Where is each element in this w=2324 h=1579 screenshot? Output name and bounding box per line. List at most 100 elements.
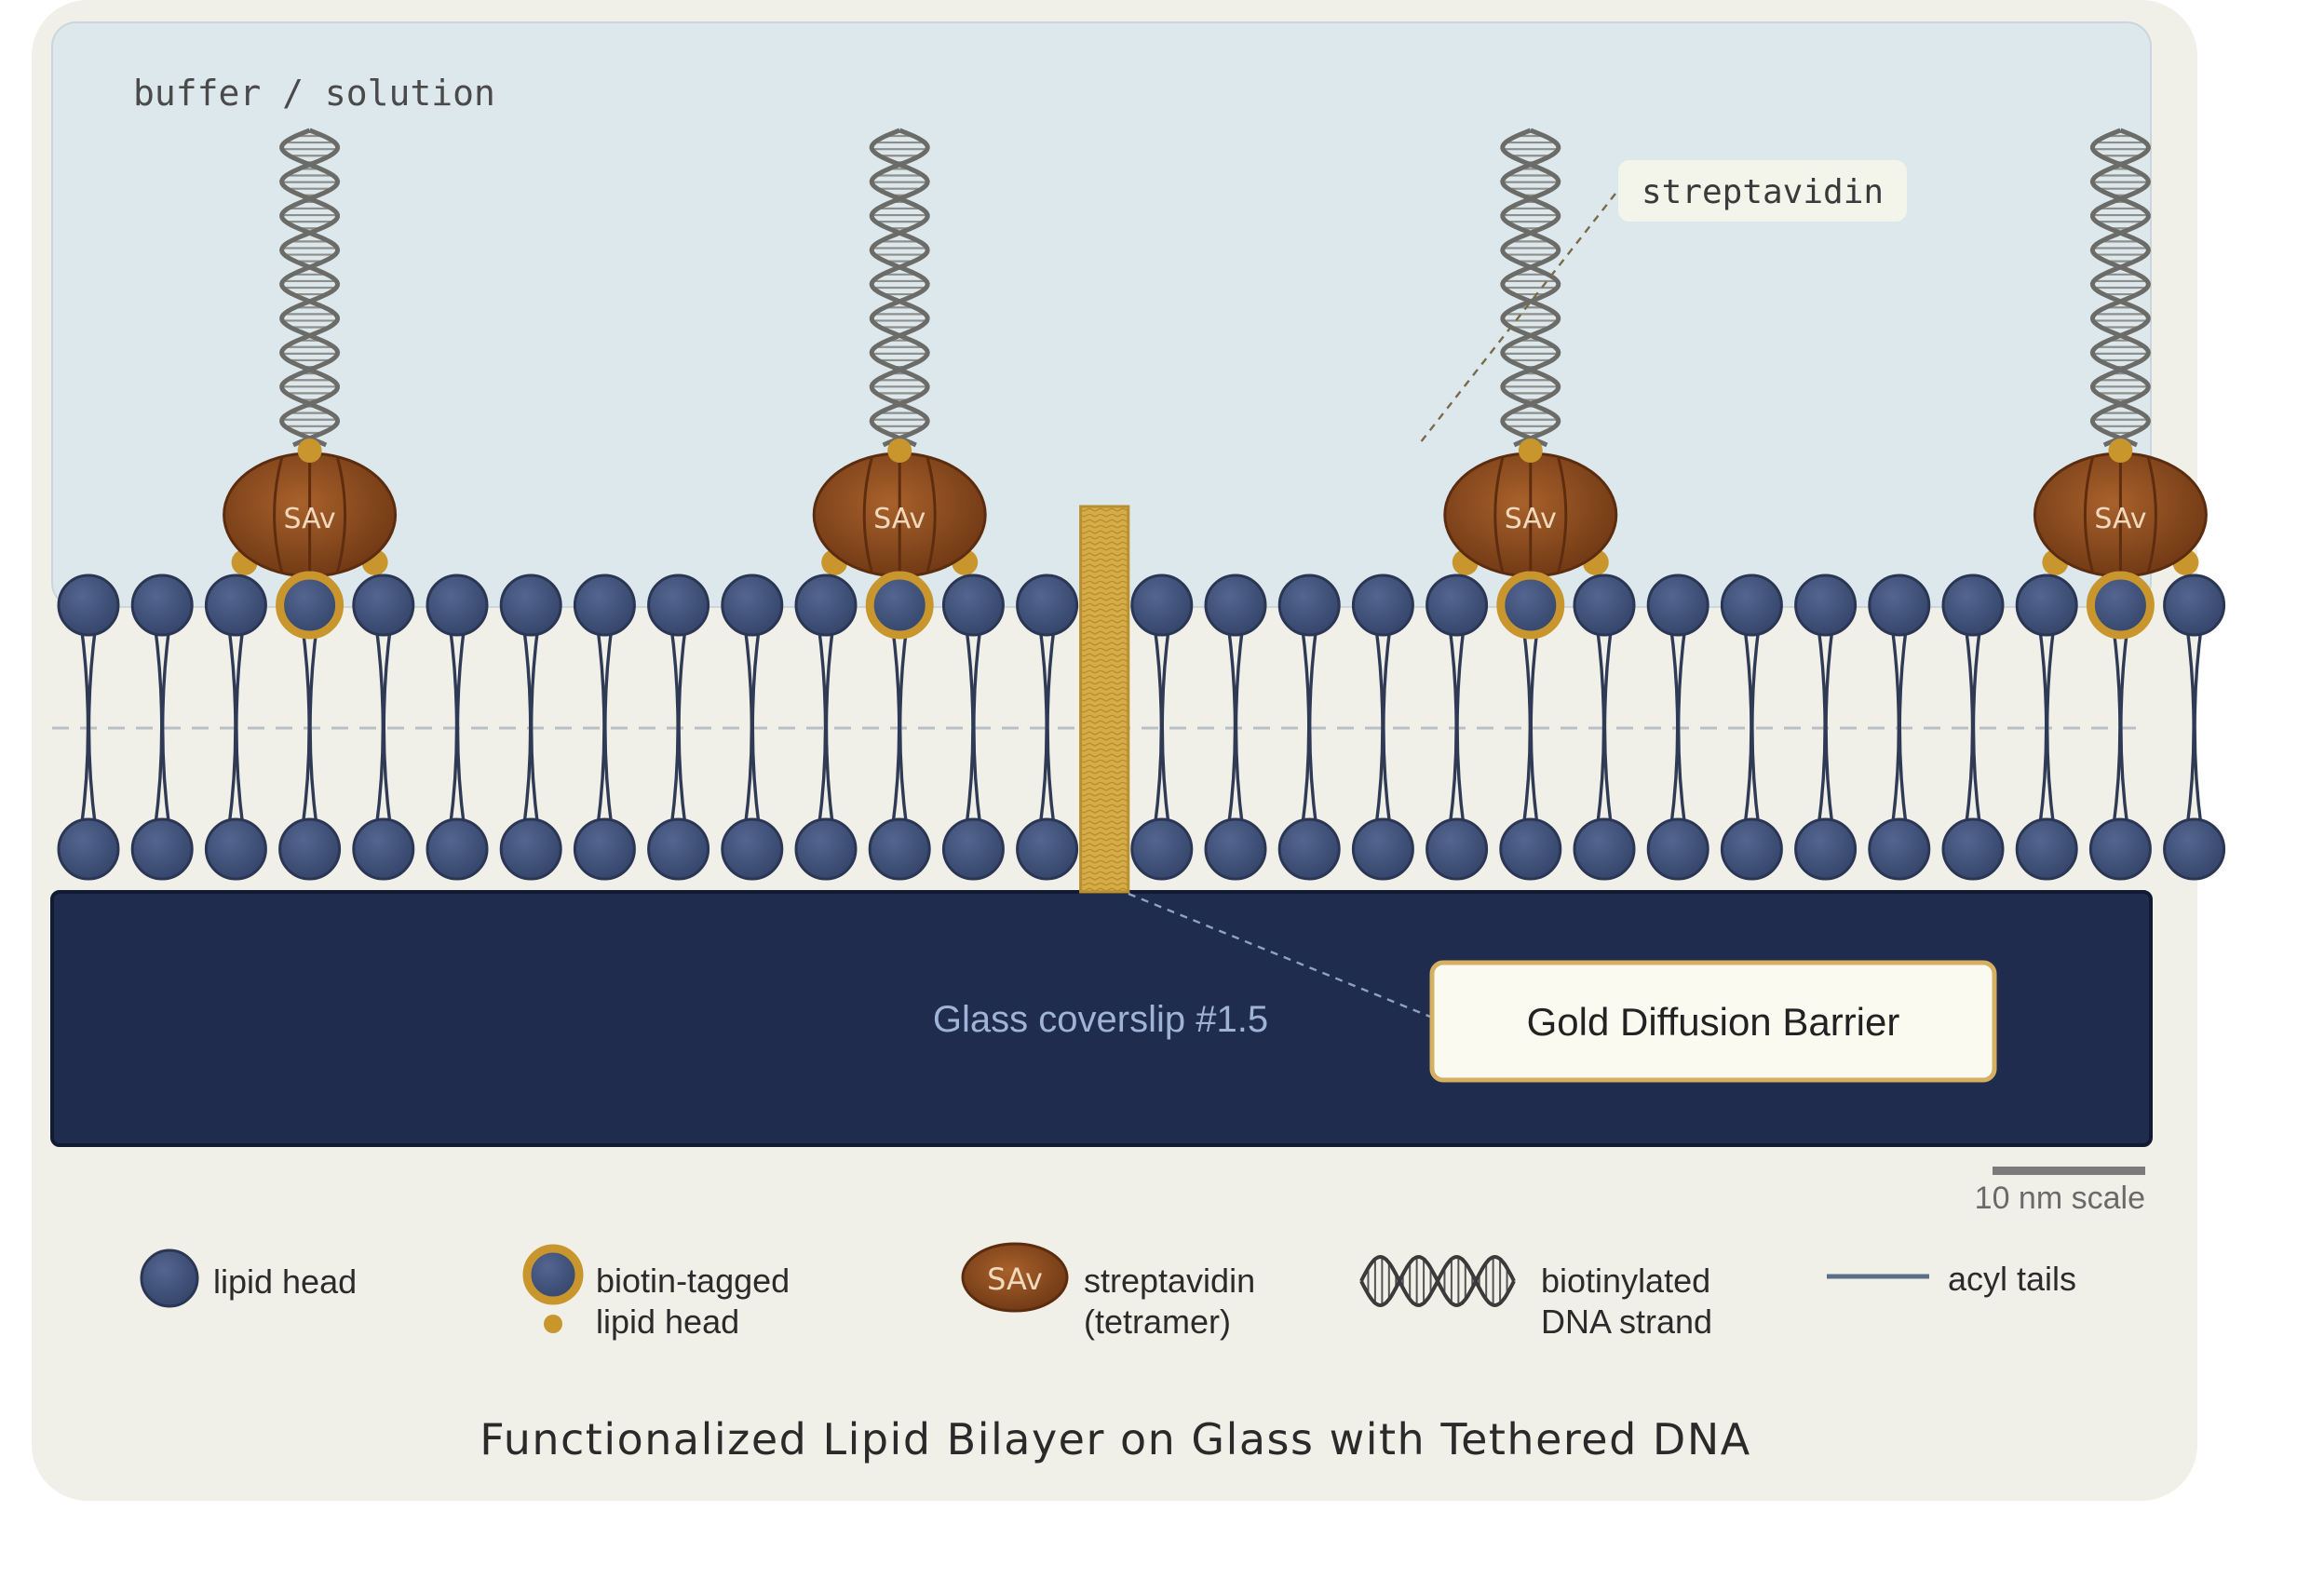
acyl-tail [1529, 623, 1540, 831]
gold-barrier-block [1079, 505, 1130, 894]
dna-backbone [279, 128, 341, 448]
lipid-head-lower [1351, 817, 1414, 881]
legend-dna-label-1: biotinylated [1541, 1262, 1710, 1300]
lipid-head-lower [1794, 817, 1858, 881]
lipid-head-lower [1425, 817, 1489, 881]
acyl-tail [2046, 623, 2056, 831]
dna-backbone [279, 128, 341, 448]
legend-lipid-head-icon [140, 1248, 199, 1308]
lipid-head-upper [2163, 574, 2226, 637]
streptavidin-tetramer: SAv [223, 439, 398, 578]
lipid-head-upper [1868, 574, 1931, 637]
lipid-head-upper [426, 574, 489, 637]
acyl-tail [972, 623, 983, 831]
dna-backbone [869, 128, 930, 448]
lipid-head-upper [1720, 574, 1783, 637]
dna-backbone [2089, 128, 2151, 448]
acyl-tail [1971, 623, 1982, 831]
legend-dna-label-2: DNA strand [1541, 1302, 1712, 1341]
streptavidin-subunit-lines [1493, 454, 1568, 575]
lipid-head-lower [2015, 817, 2078, 881]
dna-strand [869, 128, 930, 448]
streptavidin-callout-box [1618, 160, 1907, 222]
legend-biotin-head-icon [522, 1244, 584, 1305]
gold-callout-line [1128, 892, 1431, 1019]
lipid-head-upper [1646, 574, 1709, 637]
acyl-tail [308, 623, 319, 831]
acyl-tail [161, 623, 171, 831]
figure-title: Functionalized Lipid Bilayer on Glass wi… [480, 1414, 1750, 1464]
acyl-tail [2119, 623, 2130, 831]
legend-biotin-dot-icon [544, 1315, 562, 1333]
lipid-head-lower [1016, 817, 1079, 881]
biotin-tagged-lipid-head [865, 571, 934, 640]
acyl-tail [1308, 623, 1318, 831]
acyl-tail [2193, 623, 2204, 831]
lipid-head-upper [721, 574, 784, 637]
lipid-head-lower [647, 817, 710, 881]
acyl-tail [1677, 623, 1687, 831]
lipid-head-lower [1130, 817, 1194, 881]
legend-lipid-head-label: lipid head [213, 1262, 357, 1301]
streptavidin-tag: SAv [284, 503, 336, 535]
legend-biotin-label-2: lipid head [596, 1302, 739, 1341]
acyl-tail [87, 623, 98, 831]
legend-biotin-label-1: biotin-tagged [596, 1262, 790, 1300]
lipid-head-lower [2163, 817, 2226, 881]
legend-streptavidin-label-2: (tetramer) [1084, 1302, 1231, 1341]
acyl-tail [1455, 623, 1466, 831]
dna-biotin-link [887, 439, 912, 463]
legend: lipid head biotin-tagged lipid head SAv … [140, 1242, 2076, 1341]
lipid-head-upper [1351, 574, 1414, 637]
lipid-head-upper [1941, 574, 2005, 637]
legend-streptavidin-label-1: streptavidin [1084, 1262, 1255, 1300]
lipid-head-lower [794, 817, 858, 881]
lipid-head-lower [426, 817, 489, 881]
lipid-head-lower [130, 817, 194, 881]
lipid-head-lower [1277, 817, 1341, 881]
lipid-head-lower [1499, 817, 1562, 881]
lipid-head-upper [204, 574, 267, 637]
lipid-head-lower [2088, 817, 2152, 881]
acyl-tail [1750, 623, 1762, 831]
dna-layer [279, 128, 2151, 448]
legend-streptavidin-symbol: SAv [987, 1262, 1043, 1297]
streptavidin-tetramer: SAv [1443, 439, 1618, 578]
lipid-head-upper [130, 574, 194, 637]
acyl-tail [1382, 623, 1393, 831]
lipid-head-lower [1646, 817, 1709, 881]
lipid-head-lower [57, 817, 120, 881]
lipid-head-lower [278, 817, 342, 881]
dna-strand [1500, 128, 1561, 448]
streptavidin-tag: SAv [2094, 503, 2146, 535]
glass-label: Glass coverslip #1.5 [933, 999, 1268, 1040]
streptavidin-tetramer: SAv [2033, 439, 2208, 578]
lipid-head-upper [352, 574, 415, 637]
lipid-head-upper [1204, 574, 1267, 637]
dna-backbone [1500, 128, 1561, 448]
scale-label: 10 nm scale [1975, 1181, 2145, 1216]
lipid-head-upper [57, 574, 120, 637]
acyl-tail [382, 623, 393, 831]
lipid-head-lower [1573, 817, 1636, 881]
streptavidin-callout-line [1419, 193, 1616, 444]
lipid-head-lower [499, 817, 562, 881]
lipid-head-lower [941, 817, 1005, 881]
gold-barrier-label-box [1429, 960, 1997, 1083]
streptavidin-subunit-lines [862, 454, 937, 575]
acyl-tail [530, 623, 540, 831]
acyl-tail [1046, 623, 1057, 831]
lipid-head-upper [1573, 574, 1636, 637]
lipid-head-lower [352, 817, 415, 881]
acyl-tail [455, 623, 466, 831]
lipid-head-upper [499, 574, 562, 637]
lipid-head-lower [1868, 817, 1931, 881]
dna-backbone [1500, 128, 1561, 448]
biotin-tagged-lipid-head [276, 571, 345, 640]
lipid-head-lower [868, 817, 931, 881]
streptavidin-subunit-lines [2083, 454, 2157, 575]
gold-diffusion-barrier [1079, 505, 1130, 894]
